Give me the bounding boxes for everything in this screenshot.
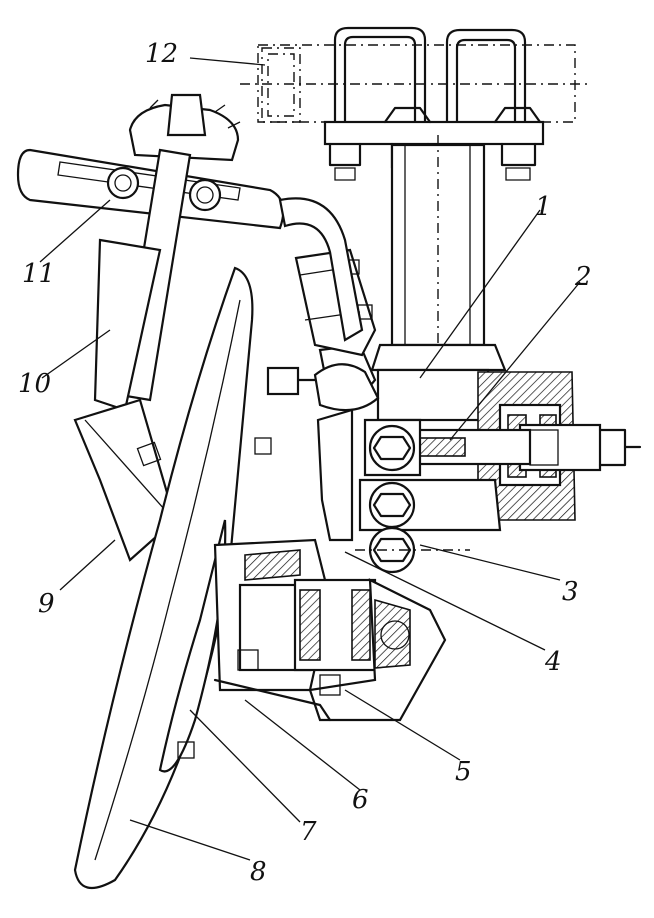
callout-3: 3 — [562, 577, 579, 607]
callout-1: 1 — [535, 192, 552, 222]
callout-7: 7 — [300, 817, 317, 847]
callout-4: 4 — [544, 647, 562, 677]
axle-shaft — [410, 430, 530, 464]
callout-9: 9 — [38, 589, 55, 619]
disc-hub-assembly — [215, 540, 445, 720]
callout-12: 12 — [145, 39, 178, 69]
callout-6: 6 — [352, 785, 369, 815]
callout-11: 11 — [22, 259, 55, 289]
callout-8: 8 — [250, 857, 267, 887]
callout-2: 2 — [574, 262, 592, 292]
callout-5: 5 — [455, 757, 472, 787]
u-bolt — [335, 28, 525, 125]
callout-10: 10 — [18, 369, 51, 399]
